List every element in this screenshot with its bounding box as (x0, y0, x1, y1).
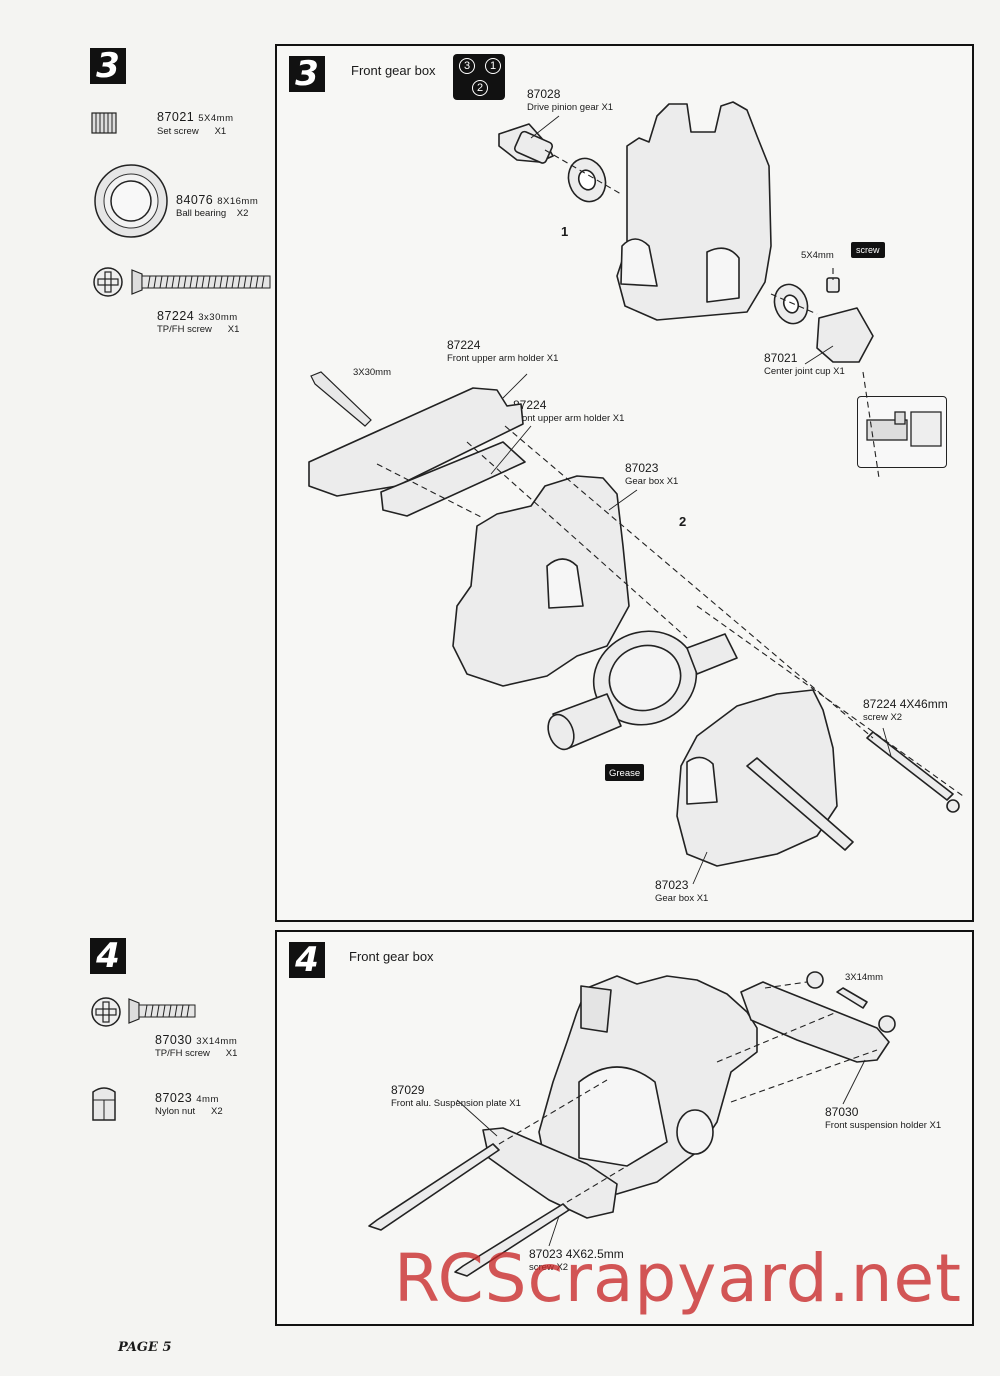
watermark: RCScrapyard.net (394, 1240, 962, 1317)
gearbox-exploded-diagram (308, 101, 964, 885)
phillips-head-icon (93, 267, 123, 297)
grease-tag: Grease (605, 764, 645, 781)
page-number: PAGE 5 (118, 1340, 172, 1355)
front-gearbox-assembly-diagram (368, 971, 896, 1277)
panel-3-title: Front gear box (351, 63, 436, 78)
phillips-head-icon (91, 997, 121, 1027)
part-87224: 87224 3x30mm (157, 309, 238, 323)
step-4-badge: 4 (90, 938, 126, 974)
panel-4-number: 4 (289, 942, 325, 978)
part-87023-nut-name: Nylon nut X2 (155, 1106, 223, 1117)
long-screw-icon (131, 269, 271, 295)
screw-3x14-label: 3X14mm (845, 972, 884, 983)
label-5x4mm: 5X4mm (801, 250, 834, 261)
part-87030: 87030 3X14mm (155, 1033, 238, 1047)
assembly-order-badge: 3 1 2 (453, 54, 505, 100)
short-screw-icon (128, 998, 196, 1024)
step-3-badge: 3 (90, 48, 126, 84)
part-87021-name: Set screw X1 (157, 126, 227, 137)
sub-step-1: 1 (561, 224, 569, 239)
screw-tag: screw (851, 242, 885, 258)
part-87030-name: TP/FH screw X1 (155, 1048, 238, 1059)
panel-4-title: Front gear box (349, 949, 434, 964)
sub-step-2: 2 (679, 514, 687, 529)
part-84076: 84076 8X16mm (176, 193, 259, 207)
part-87224-name: TP/FH screw X1 (157, 324, 240, 335)
part-87021: 87021 5X4mm (157, 110, 234, 124)
ball-bearing-icon (94, 164, 168, 238)
nylon-nut-icon (92, 1087, 116, 1121)
screw-3x30-label: 3X30mm (353, 367, 392, 378)
set-screw-icon (91, 112, 117, 134)
panel-3-number: 3 (289, 56, 325, 92)
part-84076-name: Ball bearing X2 (176, 208, 249, 219)
part-87023-nut: 87023 4mm (155, 1091, 219, 1105)
